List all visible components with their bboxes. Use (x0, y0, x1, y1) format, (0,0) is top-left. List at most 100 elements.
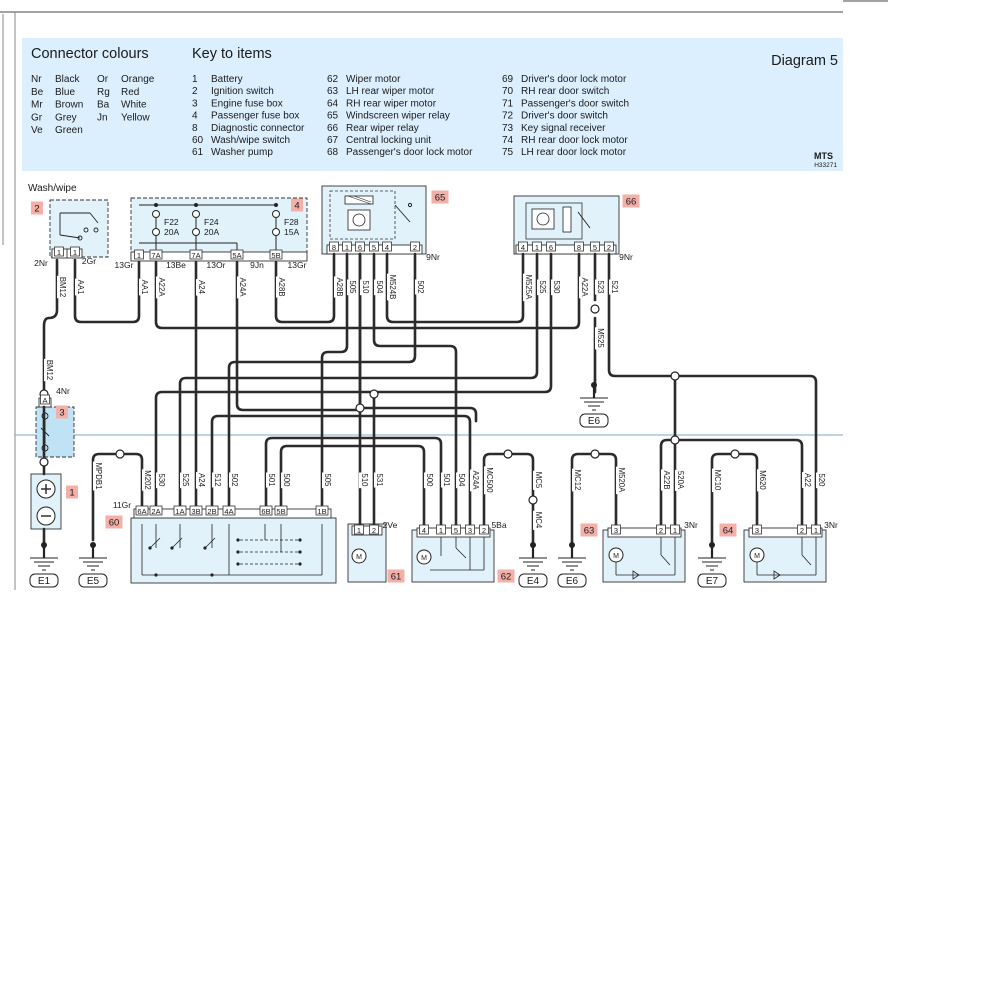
wire-label: A24A (238, 277, 247, 297)
wire-label: MC500 (485, 467, 494, 493)
wire-label: 530 (157, 473, 166, 487)
wash-wipe-switch-box (130, 517, 337, 584)
connector-label: 13Gr (288, 260, 307, 270)
wire-label-bg (595, 279, 606, 295)
pin-label: 5 (593, 243, 597, 252)
pin-label: A (42, 396, 47, 405)
pin-label: 6 (549, 243, 553, 252)
pin-label: 1 (814, 526, 818, 535)
wire-label-bg (347, 279, 358, 296)
wire-label: 530 (552, 280, 561, 294)
wire-label: 505 (323, 473, 332, 487)
wire-label: MC12 (573, 470, 582, 491)
wire-label: 512 (213, 473, 222, 486)
wiper-motor-park-switch (430, 537, 485, 571)
pin-cell (797, 524, 807, 535)
wire-label: MC4 (534, 512, 543, 529)
item-number: 8 (192, 123, 198, 134)
item-name: LH rear wiper motor (346, 86, 435, 97)
fuse-id: F28 (284, 217, 299, 227)
fuse-rating: 20A (164, 227, 179, 237)
item-tag-box (622, 194, 640, 208)
pin-cell (369, 241, 379, 252)
wire-label-bg (675, 469, 686, 491)
wire-label: AA1 (140, 280, 149, 295)
pin-label: 5 (454, 526, 458, 535)
item-number: 72 (502, 111, 514, 122)
colour-code: Nr (31, 74, 42, 85)
svg-text:M: M (754, 553, 760, 560)
wire-label: 510 (360, 473, 369, 487)
wire-label-bg (712, 468, 723, 493)
wire-label: 520A (676, 471, 685, 490)
pin-cell (369, 524, 379, 535)
pin-cell (355, 241, 365, 252)
pin-label: 2 (659, 526, 663, 535)
wire-label-bg (757, 469, 768, 492)
diagram-label: Diagram 5 (771, 53, 838, 69)
connector-colours-title: Connector colours (31, 46, 149, 62)
pin-cell (329, 241, 339, 252)
pin-cell (451, 524, 461, 535)
fuse-rating: 15A (284, 227, 299, 237)
wire-label: 510 (361, 280, 370, 294)
pin-label: 8 (577, 243, 581, 252)
pin-cell (134, 249, 144, 260)
item-tag-64: 64 (723, 526, 734, 537)
item-name: Engine fuse box (211, 98, 283, 109)
pin-label: 6 (358, 243, 362, 252)
item-number: 66 (327, 123, 339, 134)
wire-label: M620 (758, 470, 767, 490)
pin-label: 1 (73, 248, 77, 257)
pin-cell (752, 524, 762, 535)
item-name: RH rear wiper motor (346, 98, 437, 109)
connector-label: 2Ve (383, 520, 398, 530)
pin-label: 1 (673, 526, 677, 535)
item-name: LH rear door lock motor (521, 147, 627, 158)
wire-label-bg (156, 276, 167, 299)
pin-label: 1A (175, 507, 184, 516)
wire-label-bg (533, 470, 544, 490)
item-name: Wiper motor (346, 74, 401, 85)
wire-label-bg (374, 279, 385, 296)
ground-id: E5 (87, 576, 100, 587)
pin-cell (54, 246, 64, 257)
pin-cell (811, 524, 821, 535)
wire-label-bg (237, 276, 248, 299)
wire-label-bg (212, 472, 223, 488)
item-number: 4 (192, 111, 198, 122)
item-number: 60 (192, 135, 204, 146)
pin-cell (135, 505, 149, 516)
item-tag-box (56, 405, 68, 419)
wire-label-bg (196, 279, 207, 296)
passenger-fuse-box (130, 197, 308, 259)
item-tag-2: 2 (34, 204, 39, 215)
relay-66-connector-row (515, 244, 617, 255)
item-number: 67 (327, 135, 339, 146)
pin-cell (259, 505, 273, 516)
wire-label: MC10 (713, 470, 722, 491)
pin-cell (354, 524, 364, 535)
section-title: Wash/wipe (28, 183, 77, 194)
colour-code: Mr (31, 100, 43, 111)
wire-label: A24A (471, 470, 480, 490)
colour-name: Green (55, 125, 83, 136)
wire-label: 504 (457, 473, 466, 487)
wire-label-bg (180, 472, 191, 489)
pin-cell (70, 246, 80, 257)
wire-label: M520A (617, 468, 626, 494)
colour-name: Brown (55, 100, 83, 111)
item-number: 73 (502, 123, 514, 134)
ground-icon (579, 382, 609, 428)
wire-label: A24 (197, 473, 206, 488)
item-tag-box (719, 523, 737, 537)
wire-label-bg (139, 278, 150, 296)
pin-label: 3B (191, 507, 200, 516)
item-name: Windscreen wiper relay (346, 111, 450, 122)
pin-cell (205, 505, 219, 516)
pin-label: 4A (224, 507, 233, 516)
item-number: 70 (502, 86, 514, 97)
